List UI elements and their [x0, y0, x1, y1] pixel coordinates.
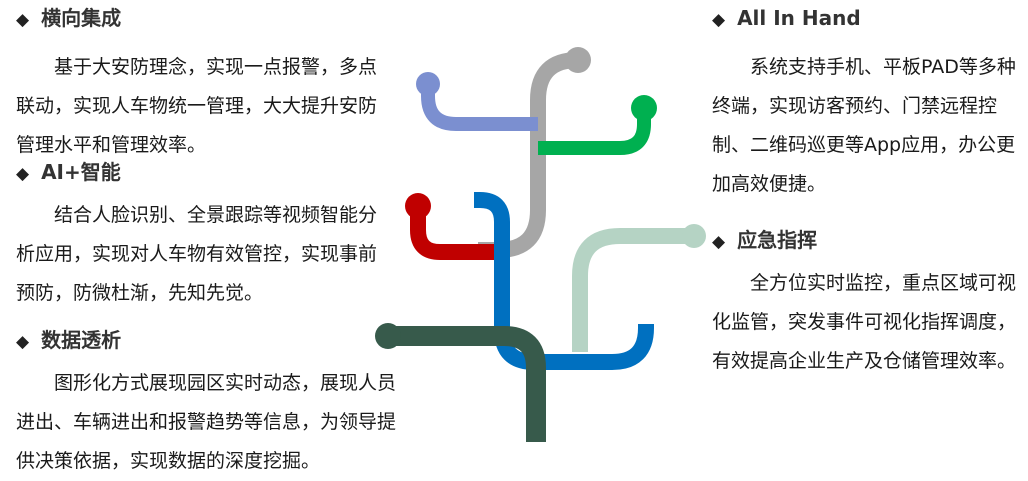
branch-mint-node — [682, 224, 706, 248]
branch-gray — [478, 52, 579, 258]
branch-red-node — [405, 193, 431, 219]
section-emergency-command: ◆应急指挥 全方位实时监控，重点区域可视化监管，突发事件可视化指挥调度，有效提高… — [712, 226, 1024, 381]
section-description: 图形化方式展现园区实时动态，展现人员进出、车辆进出和报警趋势等信息，为领导提供决… — [16, 372, 397, 472]
section-heading: ◆AI+智能 — [16, 158, 384, 188]
section-heading: ◆数据透析 — [16, 326, 412, 356]
branch-green-node — [631, 95, 657, 121]
branch-periwinkle — [421, 84, 538, 131]
branch-periwinkle-node — [416, 72, 440, 96]
section-description: 系统支持手机、平板PAD等多种终端，实现访客预约、门禁远程控制、二维码巡更等Ap… — [712, 56, 1016, 195]
section-all-in-hand: ◆All In Hand 系统支持手机、平板PAD等多种终端，实现访客预约、门禁… — [712, 4, 1024, 204]
section-heading: ◆应急指挥 — [712, 226, 1024, 256]
section-ai-intelligence: ◆AI+智能 结合人脸识别、全景跟踪等视频智能分析应用，实现对人车物有效管控，实… — [16, 158, 384, 313]
section-data-analysis: ◆数据透析 图形化方式展现园区实时动态，展现人员进出、车辆进出和报警趋势等信息，… — [16, 326, 412, 481]
section-horizontal-integration: ◆横向集成 基于大安防理念，实现一点报警，多点联动，实现人车物统一管理，大大提升… — [16, 4, 384, 165]
section-description: 结合人脸识别、全景跟踪等视频智能分析应用，实现对人车物有效管控，实现事前预防，防… — [16, 204, 378, 304]
section-description: 基于大安防理念，实现一点报警，多点联动，实现人车物统一管理，大大提升安防管理水平… — [16, 56, 378, 156]
branch-red — [410, 206, 502, 260]
diamond-bullet-icon: ◆ — [16, 332, 30, 352]
section-heading: ◆All In Hand — [712, 4, 1024, 34]
diamond-bullet-icon: ◆ — [712, 10, 726, 30]
branch-dark-green-node — [375, 323, 401, 349]
section-heading: ◆横向集成 — [16, 4, 384, 34]
diamond-bullet-icon: ◆ — [712, 232, 726, 252]
branch-dark-green — [388, 326, 546, 442]
diamond-bullet-icon: ◆ — [16, 164, 30, 184]
diamond-bullet-icon: ◆ — [16, 10, 30, 30]
section-description: 全方位实时监控，重点区域可视化监管，突发事件可视化指挥调度，有效提高企业生产及仓… — [712, 272, 1017, 372]
branch-blue — [472, 192, 654, 370]
branch-green — [538, 108, 651, 155]
branch-gray-node — [565, 47, 591, 73]
branch-mint — [572, 228, 694, 352]
